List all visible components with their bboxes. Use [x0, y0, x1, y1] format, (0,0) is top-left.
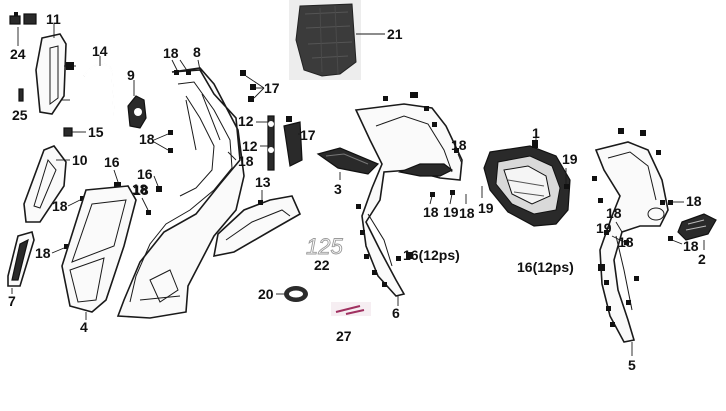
callout-22: 22 [314, 257, 330, 273]
callout-20: 20 [258, 286, 274, 302]
part-11 [35, 33, 76, 115]
callout-16-b: 16 [137, 166, 153, 182]
callout-16-a: 16 [104, 154, 120, 170]
part-9 [127, 95, 147, 129]
part-3 [316, 147, 380, 175]
part-4 [61, 185, 137, 313]
part-5-screws [592, 128, 665, 327]
callout-3: 3 [334, 181, 342, 197]
emblem-125: 125 [306, 234, 343, 259]
part-10 [23, 145, 67, 223]
part-8 [116, 67, 245, 319]
callout-9: 9 [127, 67, 135, 83]
part-22-emblem: 125 [306, 234, 344, 260]
callout-18-b: 18 [35, 245, 51, 261]
callout-4: 4 [80, 319, 88, 335]
callout-18-e: 18 [139, 131, 155, 147]
callout-18-m: 18 [686, 193, 702, 209]
callout-18-f: 18 [133, 182, 149, 198]
part-27-sticker [331, 302, 371, 316]
callout-12-b: 12 [242, 138, 258, 154]
callout-19-d: 19 [596, 220, 612, 236]
callout-5: 5 [628, 357, 636, 373]
callout-24: 24 [10, 46, 26, 62]
part-12-bracket [267, 115, 275, 171]
part-2 [677, 213, 717, 241]
callout-18-j: 18 [451, 137, 467, 153]
callout-2: 2 [698, 251, 706, 267]
part-6 [354, 103, 463, 297]
part-13 [213, 195, 302, 258]
callout-13: 13 [255, 174, 271, 190]
callout-19-b: 19 [478, 200, 494, 216]
callout-18-c: 18 [132, 181, 148, 197]
callout-16-d: 16(12ps) [517, 259, 574, 275]
callout-25: 25 [12, 107, 28, 123]
callout-6: 6 [392, 305, 400, 321]
callout-10: 10 [72, 152, 88, 168]
part-5 [594, 141, 669, 343]
part-6-screws [356, 92, 459, 287]
callout-15: 15 [88, 124, 104, 140]
part-25 [18, 88, 24, 102]
callout-11: 11 [46, 11, 61, 27]
callout-18-n: 18 [683, 238, 699, 254]
callout-27: 27 [336, 328, 352, 344]
part-1-headlight [483, 140, 571, 227]
callout-18-d: 18 [163, 45, 179, 61]
part-7 [7, 231, 35, 287]
callout-7: 7 [8, 293, 16, 309]
callout-12-a: 12 [238, 113, 254, 129]
part-14 [83, 63, 115, 117]
part-17-screws-mid [283, 116, 303, 167]
callout-18-a: 18 [52, 198, 68, 214]
callout-18-i: 18 [459, 205, 475, 221]
callout-18-k: 18 [606, 205, 622, 221]
callout-17-b: 17 [300, 127, 316, 143]
callout-18-h: 18 [423, 204, 439, 220]
callout-18-l: 18 [618, 234, 634, 250]
callout-19-c: 19 [562, 151, 578, 167]
callout-8: 8 [193, 44, 201, 60]
callout-14: 14 [92, 43, 108, 59]
callout-17-a: 17 [264, 80, 280, 96]
callout-18-g: 18 [238, 153, 254, 169]
part-24 [9, 12, 37, 25]
callout-19-a: 19 [443, 204, 459, 220]
callout-16-c: 16(12ps) [403, 247, 460, 263]
callout-21: 21 [387, 26, 403, 42]
callout-1: 1 [532, 125, 540, 141]
part-17-screws-top [240, 70, 265, 102]
part-20-badge [284, 286, 308, 302]
part-15 [63, 127, 86, 137]
part-21-photo [289, 0, 361, 80]
